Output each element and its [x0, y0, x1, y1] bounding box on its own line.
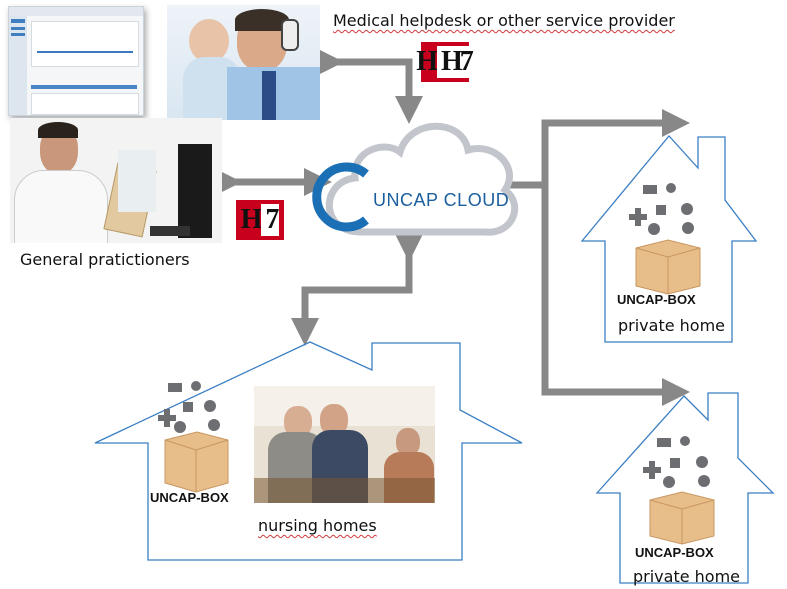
- nursing-homes-label: nursing homes: [258, 516, 377, 535]
- uncap-box-home-2: [643, 436, 715, 545]
- helpdesk-operators-photo: [167, 5, 320, 120]
- private-home-1-outline: [580, 135, 758, 343]
- private-home-2-label: private home: [633, 567, 741, 586]
- uncap-cloud: [312, 122, 519, 236]
- uncap-box-home-1-label: UNCAP-BOX: [617, 292, 696, 307]
- uncap-box-home-2-label: UNCAP-BOX: [635, 545, 714, 560]
- health-icons-cluster: [158, 381, 220, 433]
- helpdesk-label: Medical helpdesk or other service provid…: [333, 11, 675, 30]
- nursing-home-residents-photo: [254, 386, 435, 503]
- connector-cloud-nursing: [291, 234, 423, 346]
- general-practitioner-photo: [10, 118, 222, 243]
- uncap-box-nursing-label: UNCAP-BOX: [150, 490, 229, 505]
- connector-helpdesk-cloud: [316, 48, 423, 124]
- general-practitioners-label: General pratictioners: [20, 250, 190, 269]
- private-home-1-label: private home: [618, 316, 726, 335]
- uncap-box-nursing: [158, 381, 229, 493]
- uncap-box-home-1: [629, 183, 701, 295]
- private-home-2-outline: [595, 392, 775, 584]
- dashboard-screenshot: [8, 6, 144, 116]
- uncap-cloud-label: UNCAP CLOUD: [373, 190, 510, 210]
- nursing-home-outline: [94, 341, 523, 561]
